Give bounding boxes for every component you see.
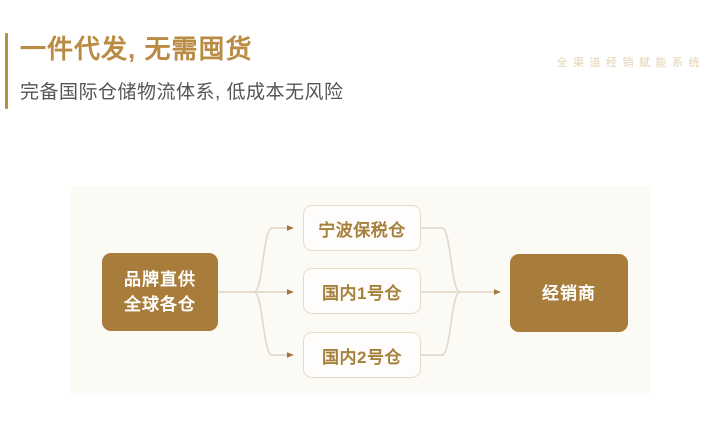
title-accent-bar <box>5 33 8 109</box>
flow-diagram-panel: 品牌直供 全球各仓 宁波保税仓 国内1号仓 国内2号仓 经销商 <box>71 186 651 393</box>
page-header: 一件代发, 无需囤货 完备国际仓储物流体系, 低成本无风险 全渠道经销赋能系统 <box>0 0 719 140</box>
flow-connectors <box>217 225 501 358</box>
connector-wh1-to-dealer <box>420 227 461 293</box>
node-brand-line-2: 全球各仓 <box>124 295 196 314</box>
node-warehouse-domestic-1[interactable]: 国内1号仓 <box>303 268 421 314</box>
node-warehouse-ningbo-bonded[interactable]: 宁波保税仓 <box>303 205 421 251</box>
node-warehouse-2-label: 国内1号仓 <box>322 283 402 303</box>
node-warehouse-domestic-2[interactable]: 国内2号仓 <box>303 332 421 378</box>
connector-source-to-wh1 <box>253 225 294 293</box>
node-dealer-label: 经销商 <box>542 283 596 303</box>
node-warehouse-3-label: 国内2号仓 <box>322 347 402 367</box>
system-brand-tag: 全渠道经销赋能系统 <box>556 57 705 69</box>
page-title: 一件代发, 无需囤货 <box>20 34 253 64</box>
connector-source-to-wh3 <box>253 291 294 358</box>
node-warehouse-1-label: 宁波保税仓 <box>318 220 406 240</box>
node-brand-direct-supply-label: 品牌直供 全球各仓 <box>124 267 196 317</box>
page-subtitle: 完备国际仓储物流体系, 低成本无风险 <box>20 82 344 103</box>
flow-diagram: 品牌直供 全球各仓 宁波保税仓 国内1号仓 国内2号仓 经销商 <box>71 186 651 393</box>
node-brand-line-1: 品牌直供 <box>124 270 196 289</box>
node-dealer[interactable]: 经销商 <box>510 254 628 332</box>
connector-wh3-to-dealer <box>420 291 461 356</box>
node-brand-direct-supply[interactable]: 品牌直供 全球各仓 <box>102 253 218 331</box>
